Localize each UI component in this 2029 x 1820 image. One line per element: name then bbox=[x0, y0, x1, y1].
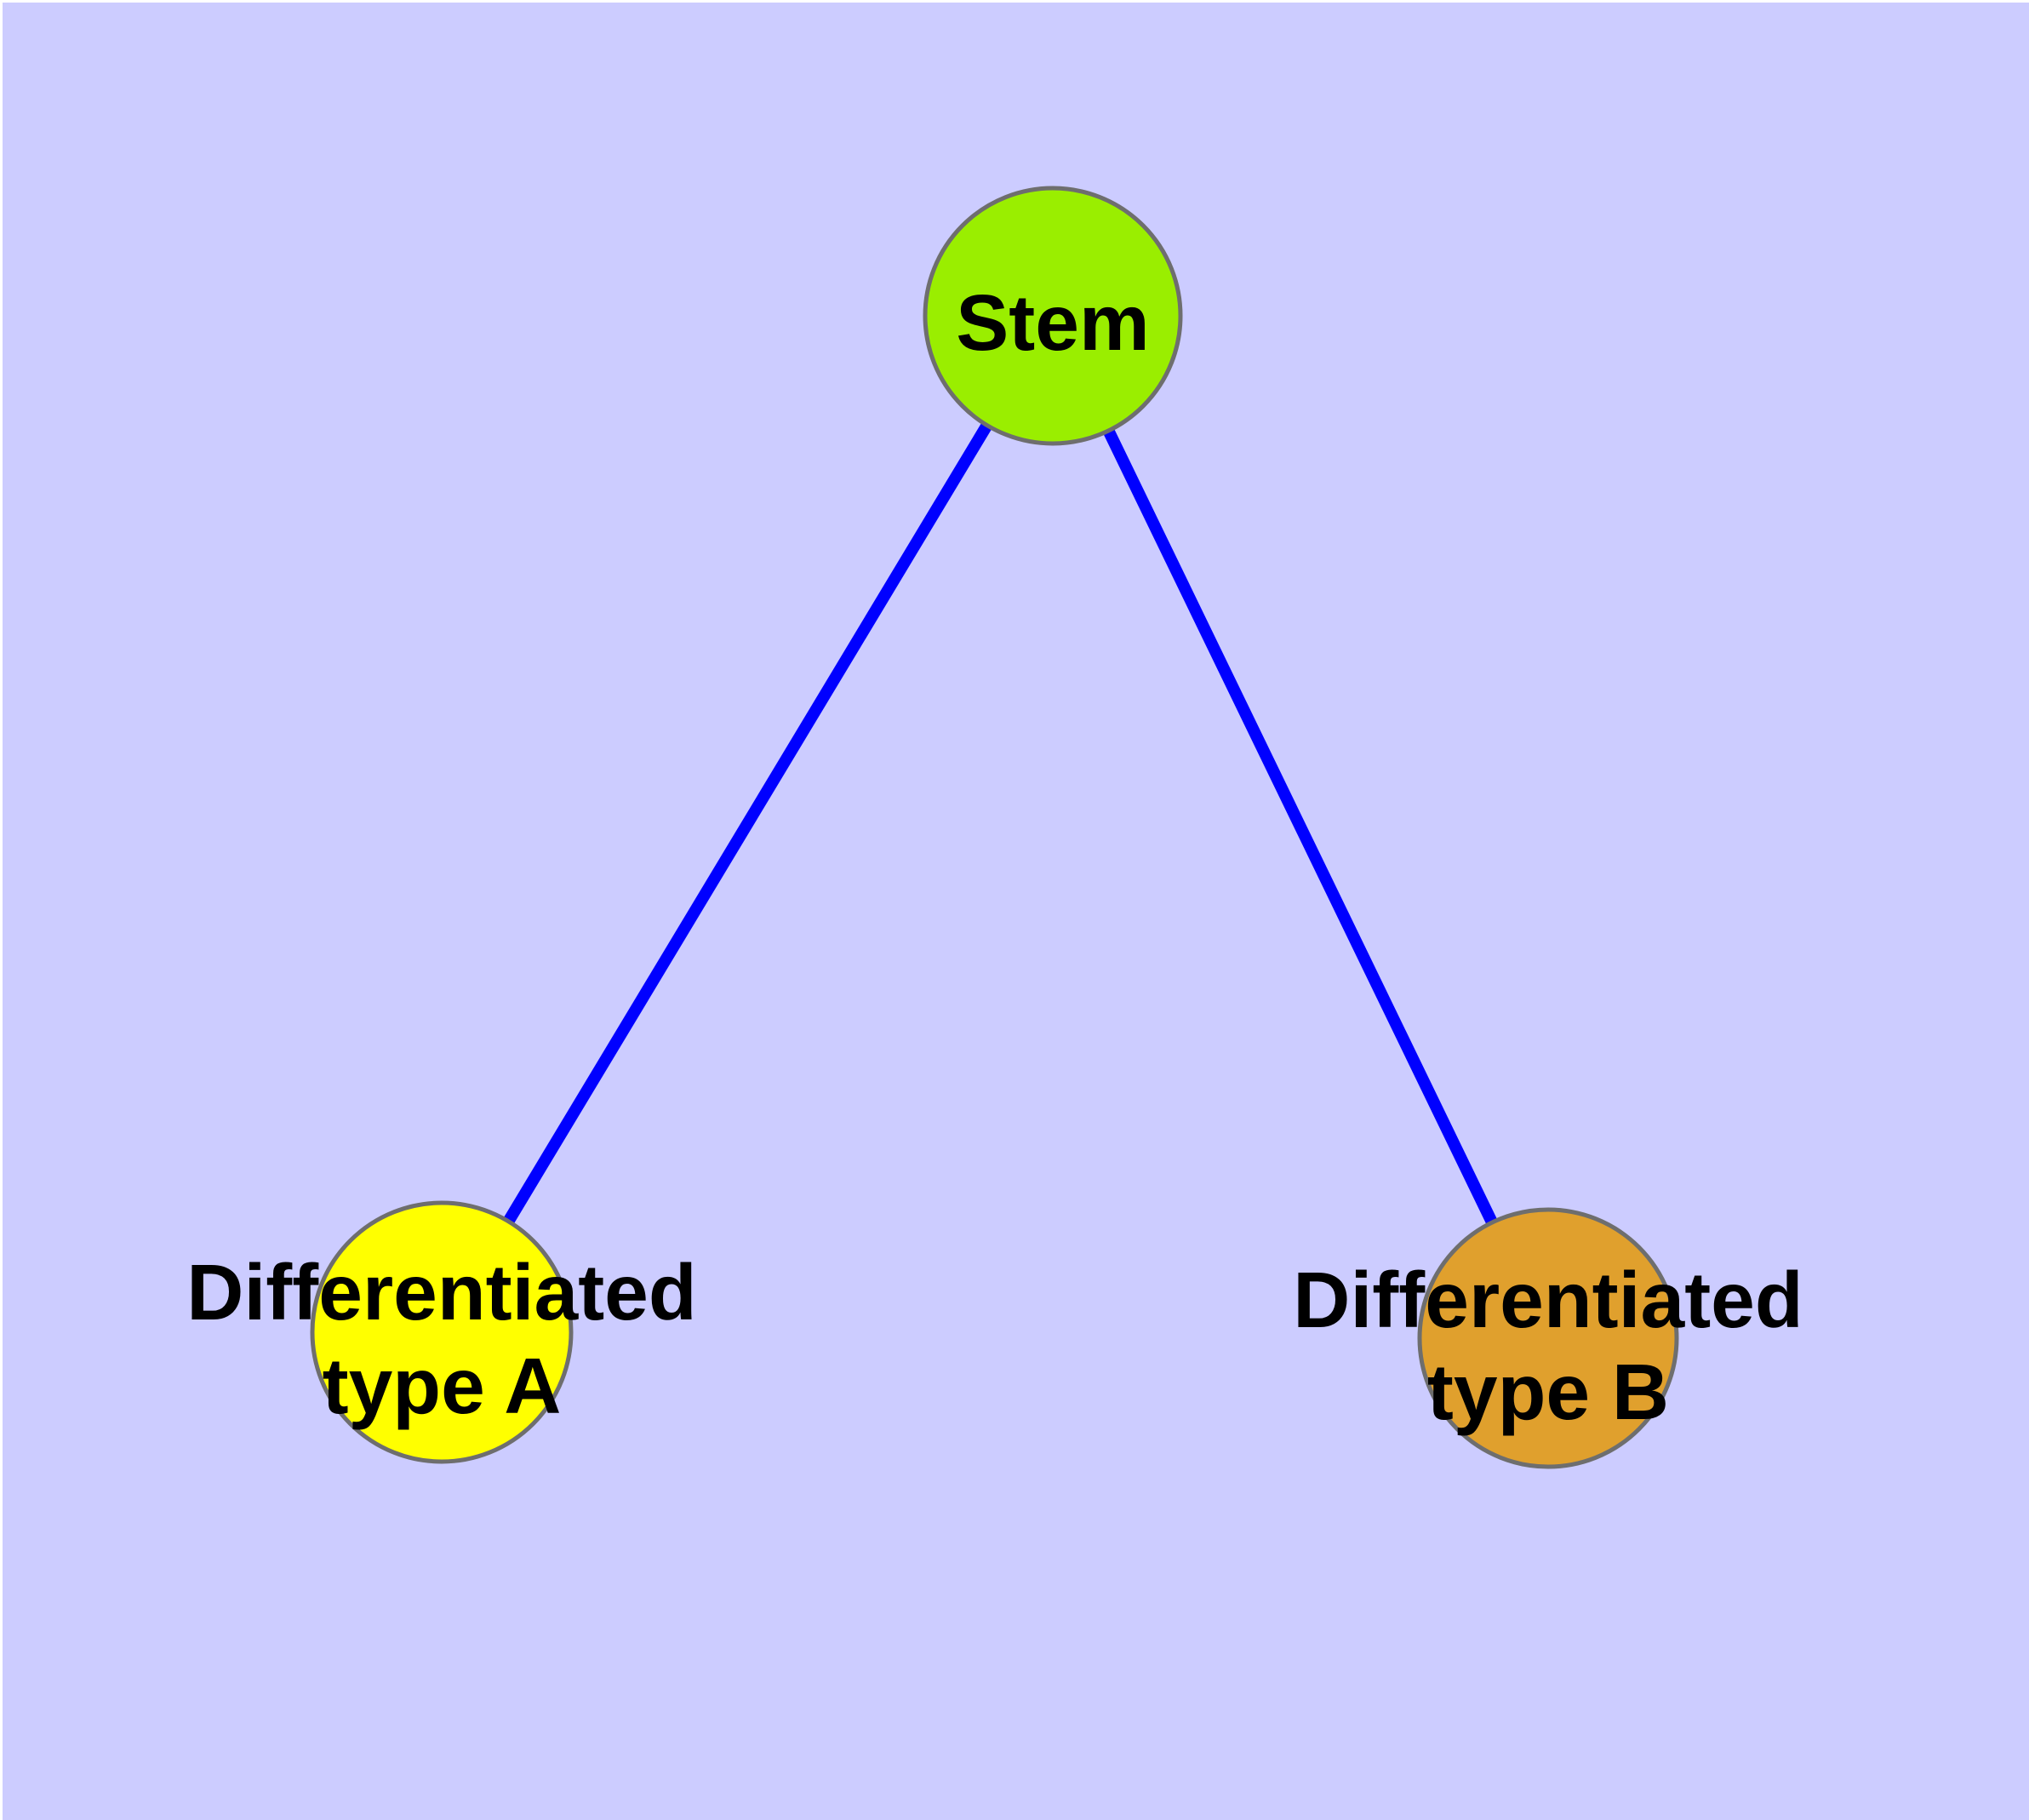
differentiated-type-a-label-line-1: Differentiated bbox=[186, 1248, 696, 1336]
edge-stem-to-type-a bbox=[437, 312, 1058, 1336]
stem-node-label: Stem bbox=[956, 278, 1149, 367]
differentiated-type-b-node bbox=[1417, 1207, 1679, 1469]
differentiated-type-b-label-line-2: type B bbox=[1427, 1348, 1669, 1436]
edge-stem-to-type-b bbox=[1047, 312, 1554, 1342]
differentiated-type-a-label-line-2: type A bbox=[323, 1342, 562, 1430]
differentiated-type-a-node bbox=[310, 1200, 574, 1464]
stem-node bbox=[923, 186, 1183, 446]
differentiated-type-b-label-line-1: Differentiated bbox=[1293, 1256, 1803, 1344]
